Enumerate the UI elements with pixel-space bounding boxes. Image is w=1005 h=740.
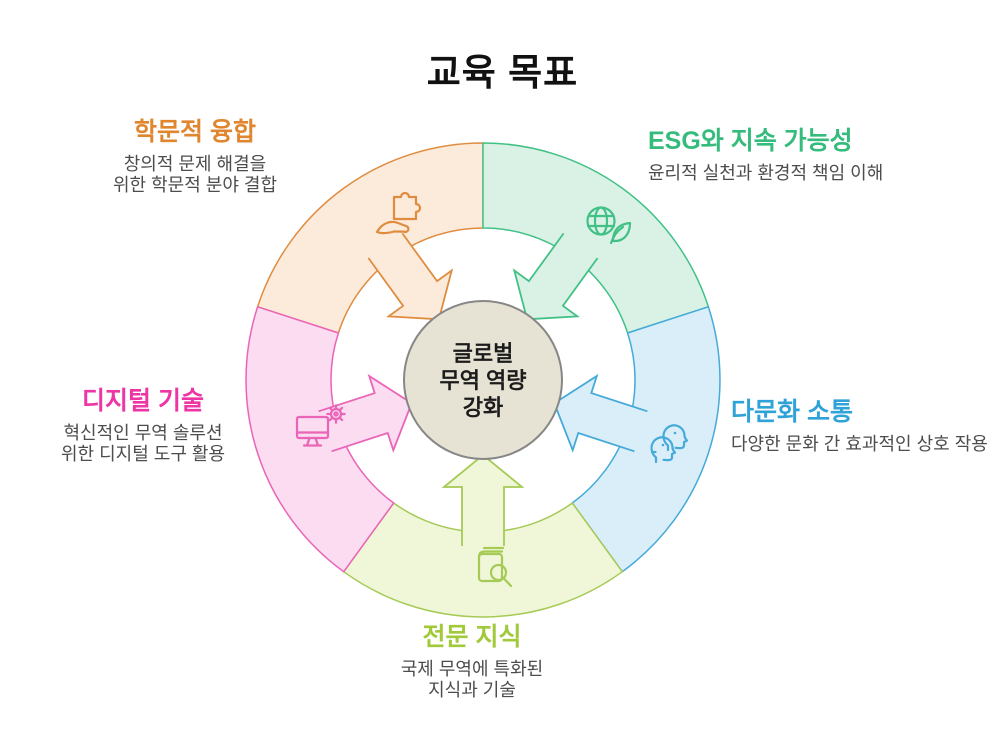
center-line: 무역 역량: [439, 368, 527, 393]
segment-label-esg-sustainability: ESG와 지속 가능성 윤리적 실천과 환경적 책임 이해: [648, 127, 988, 184]
segment-icons: [295, 191, 689, 588]
book-magnifier-icon: [477, 546, 513, 588]
center-circle-label: 글로벌 무역 역량 강화: [383, 340, 583, 421]
segment-description-line: 창의적 문제 해결을: [123, 153, 267, 174]
segment-digital-technology-wedge: [245, 306, 395, 573]
segment-description-line: 위한 디지털 도구 활용: [60, 443, 226, 464]
segment-multicultural-communication-wedge: [571, 306, 721, 573]
profile-heads-icon: [650, 424, 689, 464]
segment-title: ESG와 지속 가능성: [648, 127, 853, 155]
segment-description-line: 위한 학문적 분야 결합: [112, 174, 278, 195]
center-line: 글로벌: [452, 341, 514, 366]
segment-label-multicultural-communication: 다문화 소통 다양한 문화 간 효과적인 상호 작용: [731, 398, 1005, 455]
segment-description-line: 윤리적 실천과 환경적 책임 이해: [648, 162, 884, 183]
segment-description-line: 혁신적인 무역 솔루션: [63, 422, 223, 443]
segment-title: 학문적 융합: [134, 118, 256, 146]
segment-academic-convergence-wedge: [256, 142, 484, 334]
segment-label-professional-knowledge: 전문 지식 국제 무역에 특화된 지식과 기술: [322, 623, 622, 701]
globe-leaf-icon: [586, 206, 632, 245]
ring-wedges: [245, 142, 721, 618]
segment-description-line: 다양한 문화 간 효과적인 상호 작용: [731, 433, 988, 454]
segment-title: 다문화 소통: [731, 398, 853, 426]
segment-title: 전문 지식: [422, 623, 522, 651]
segment-title: 디지털 기술: [82, 387, 204, 415]
segment-description-line: 지식과 기술: [428, 679, 516, 700]
center-circle: [403, 300, 563, 460]
segment-label-academic-convergence: 학문적 융합 창의적 문제 해결을 위한 학문적 분야 결합: [45, 118, 345, 196]
center-line: 강화: [462, 395, 504, 420]
page-title: 교육 목표: [426, 52, 579, 93]
inward-arrows: [318, 232, 648, 546]
segment-esg-sustainability-wedge: [482, 142, 710, 334]
hand-puzzle-icon: [375, 191, 422, 235]
segment-description-line: 국제 무역에 특화된: [400, 658, 544, 679]
segment-professional-knowledge-wedge: [342, 502, 624, 618]
segment-label-digital-technology: 디지털 기술 혁신적인 무역 솔루션 위한 디지털 도구 활용: [1, 387, 285, 465]
monitor-gear-icon: [295, 404, 346, 447]
